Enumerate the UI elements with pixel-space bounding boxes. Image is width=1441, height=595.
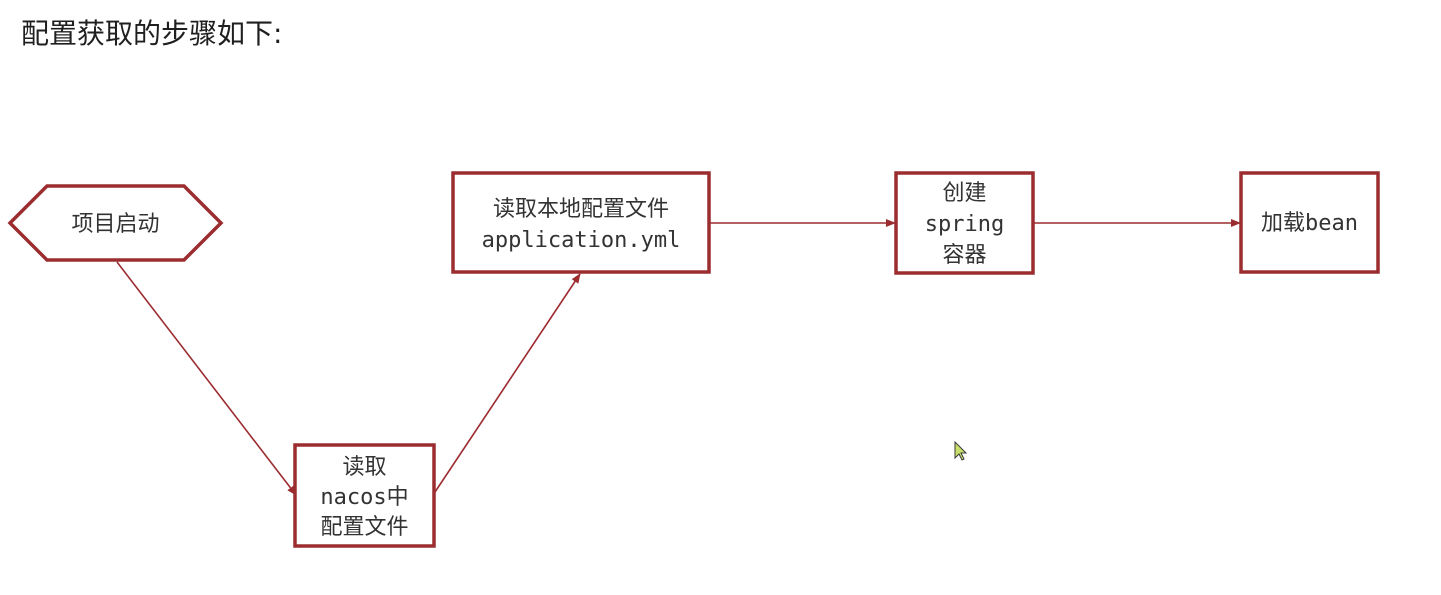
page-heading: 配置获取的步骤如下: [21,17,283,50]
node-read-local-line-1: 读取本地配置文件 [493,197,669,222]
edge-start-to-read-nacos [116,261,297,496]
node-start-shape [7,184,224,262]
node-start-label: 项目启动 [71,212,159,237]
node-read-nacos[interactable]: 读取 nacos中 配置文件 [293,443,436,548]
node-load-bean-label: 加载bean [1261,211,1358,236]
node-create-spring-line-3: 容器 [942,243,986,268]
node-create-spring-line-1: 创建 [942,181,986,206]
node-read-nacos-shape [293,443,436,548]
node-create-spring-shape [894,171,1035,275]
node-load-bean-shape [1239,171,1380,274]
node-start[interactable]: 项目启动 [7,184,224,262]
node-create-spring-line-2: spring [925,212,1004,237]
node-read-local-line-2: application.yml [482,228,681,253]
node-create-spring[interactable]: 创建 spring 容器 [894,171,1035,275]
node-read-local-shape [451,171,711,274]
mouse-cursor-icon [954,441,968,461]
node-load-bean[interactable]: 加载bean [1239,171,1380,274]
node-read-nacos-line-2: nacos中 [320,485,408,510]
node-read-nacos-line-1: 读取 [342,455,386,480]
edge-read-nacos-to-read-local [434,273,581,493]
node-read-nacos-line-3: 配置文件 [320,515,408,540]
node-read-local[interactable]: 读取本地配置文件 application.yml [451,171,711,274]
